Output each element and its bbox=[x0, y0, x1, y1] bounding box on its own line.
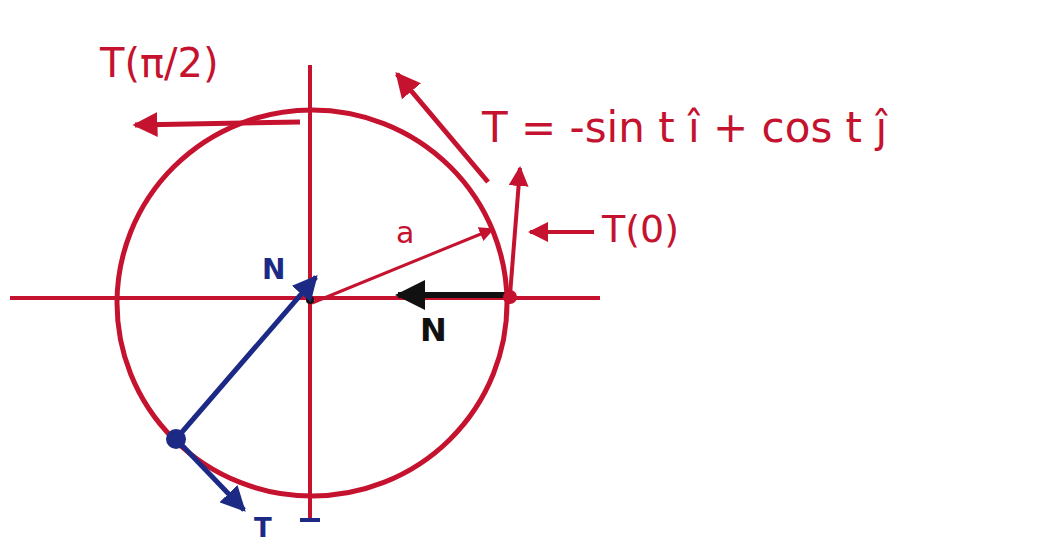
tangent-vector bbox=[397, 74, 488, 182]
vector-label: T(0) bbox=[602, 208, 679, 252]
normal-vector bbox=[398, 292, 508, 298]
tangent-vector bbox=[510, 168, 520, 295]
point bbox=[503, 290, 517, 304]
vector-label: N bbox=[420, 312, 447, 349]
leader-arrow bbox=[530, 230, 594, 234]
normal-vector bbox=[176, 277, 316, 439]
vector-label: N bbox=[262, 254, 285, 286]
origin-dot bbox=[306, 296, 314, 304]
y-axis bbox=[308, 65, 312, 522]
axis-tick bbox=[300, 518, 320, 522]
point bbox=[166, 429, 186, 449]
tangent-vector bbox=[176, 439, 244, 510]
tangent-vector bbox=[135, 122, 300, 125]
vector-label: T(π/2) bbox=[100, 40, 219, 86]
radius-label: a bbox=[396, 216, 414, 251]
circle bbox=[117, 110, 507, 496]
formula-label: T = -sin t î + cos t ĵ bbox=[482, 104, 887, 152]
vector-label: T bbox=[254, 514, 272, 544]
